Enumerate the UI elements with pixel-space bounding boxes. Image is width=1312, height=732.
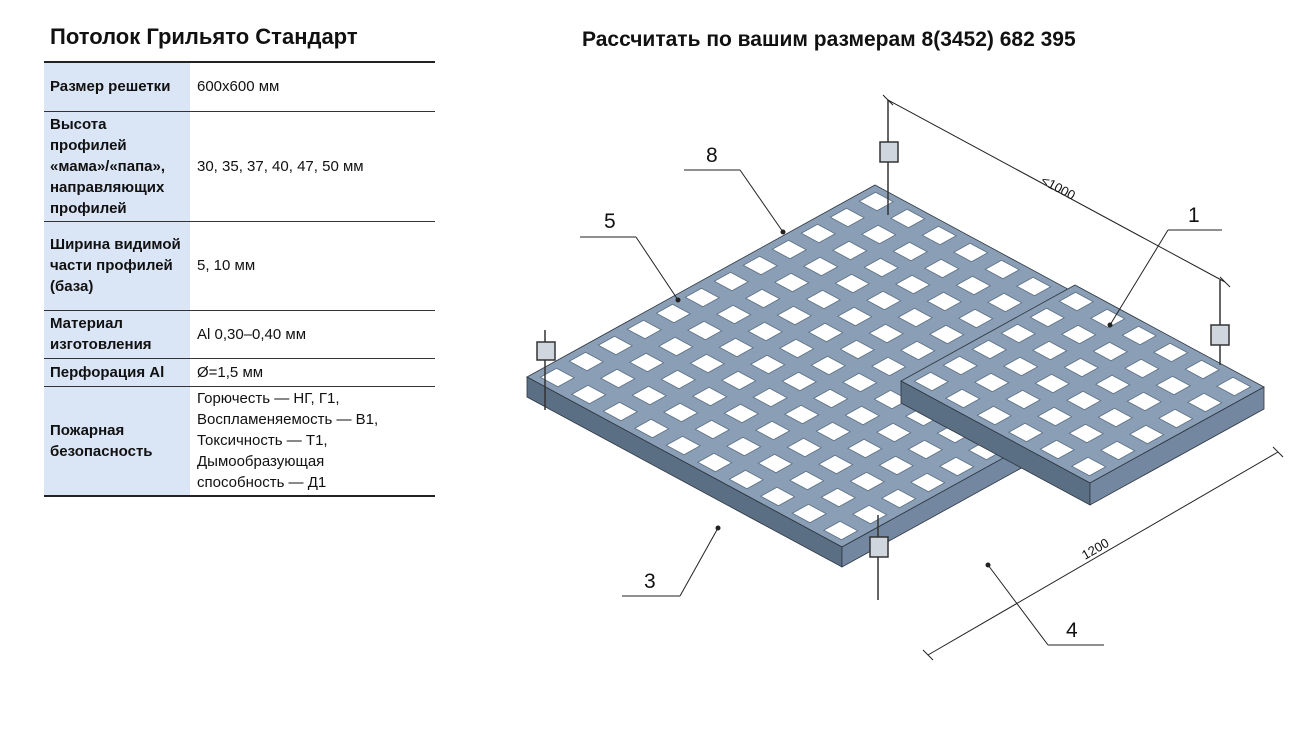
dimension-top-label: <1000	[1039, 172, 1078, 202]
spec-table: Размер решетки 600х600 мм Высота профиле…	[44, 61, 435, 497]
page-title: Потолок Грильято Стандарт	[50, 24, 358, 49]
table-row: Перфорация Al Ø=1,5 мм	[44, 358, 435, 387]
spec-value: 30, 35, 37, 40, 47, 50 мм	[190, 111, 435, 222]
callout-4: 4	[985, 562, 1104, 646]
spec-value: 5, 10 мм	[190, 221, 435, 311]
svg-text:5: 5	[604, 210, 616, 233]
hanger-icon	[879, 100, 899, 215]
table-row: Ширина видимой части профилей (база) 5, …	[44, 221, 435, 311]
spec-value: Al 0,30–0,40 мм	[190, 310, 435, 359]
calc-phone-heading: Рассчитать по вашим размерам 8(3452) 682…	[582, 28, 1076, 51]
spec-value: 600х600 мм	[190, 62, 435, 112]
spec-key: Пожарная безопасность	[44, 386, 190, 497]
spec-value: Горючесть — НГ, Г1, Воспламеняемость — В…	[190, 386, 435, 497]
spec-key: Ширина видимой части профилей (база)	[44, 221, 190, 311]
spec-value: Ø=1,5 мм	[190, 358, 435, 387]
spec-key: Размер решетки	[44, 62, 190, 112]
table-row: Высота профилей «мама»/«папа», направляю…	[44, 111, 435, 222]
dimension-line-top	[882, 94, 1231, 288]
hanger-icon	[1210, 280, 1230, 365]
callout-3: 3	[622, 525, 721, 597]
callout-5: 5	[580, 210, 681, 303]
spec-key: Высота профилей «мама»/«папа», направляю…	[44, 111, 190, 222]
dimension-line-bottom	[922, 446, 1284, 661]
hanger-icon	[536, 330, 556, 410]
svg-text:1: 1	[1188, 204, 1200, 227]
ceiling-grid	[526, 184, 1265, 568]
spec-key: Перфорация Al	[44, 358, 190, 387]
svg-text:8: 8	[706, 144, 718, 167]
spec-key: Материал изготовления	[44, 310, 190, 359]
table-row: Пожарная безопасность Горючесть — НГ, Г1…	[44, 386, 435, 497]
callout-1: 1	[1107, 204, 1222, 328]
svg-text:4: 4	[1066, 619, 1078, 642]
callout-8: 8	[684, 144, 786, 235]
svg-text:3: 3	[644, 570, 656, 593]
table-row: Размер решетки 600х600 мм	[44, 62, 435, 112]
hanger-icon	[869, 515, 889, 600]
table-row: Материал изготовления Al 0,30–0,40 мм	[44, 310, 435, 359]
